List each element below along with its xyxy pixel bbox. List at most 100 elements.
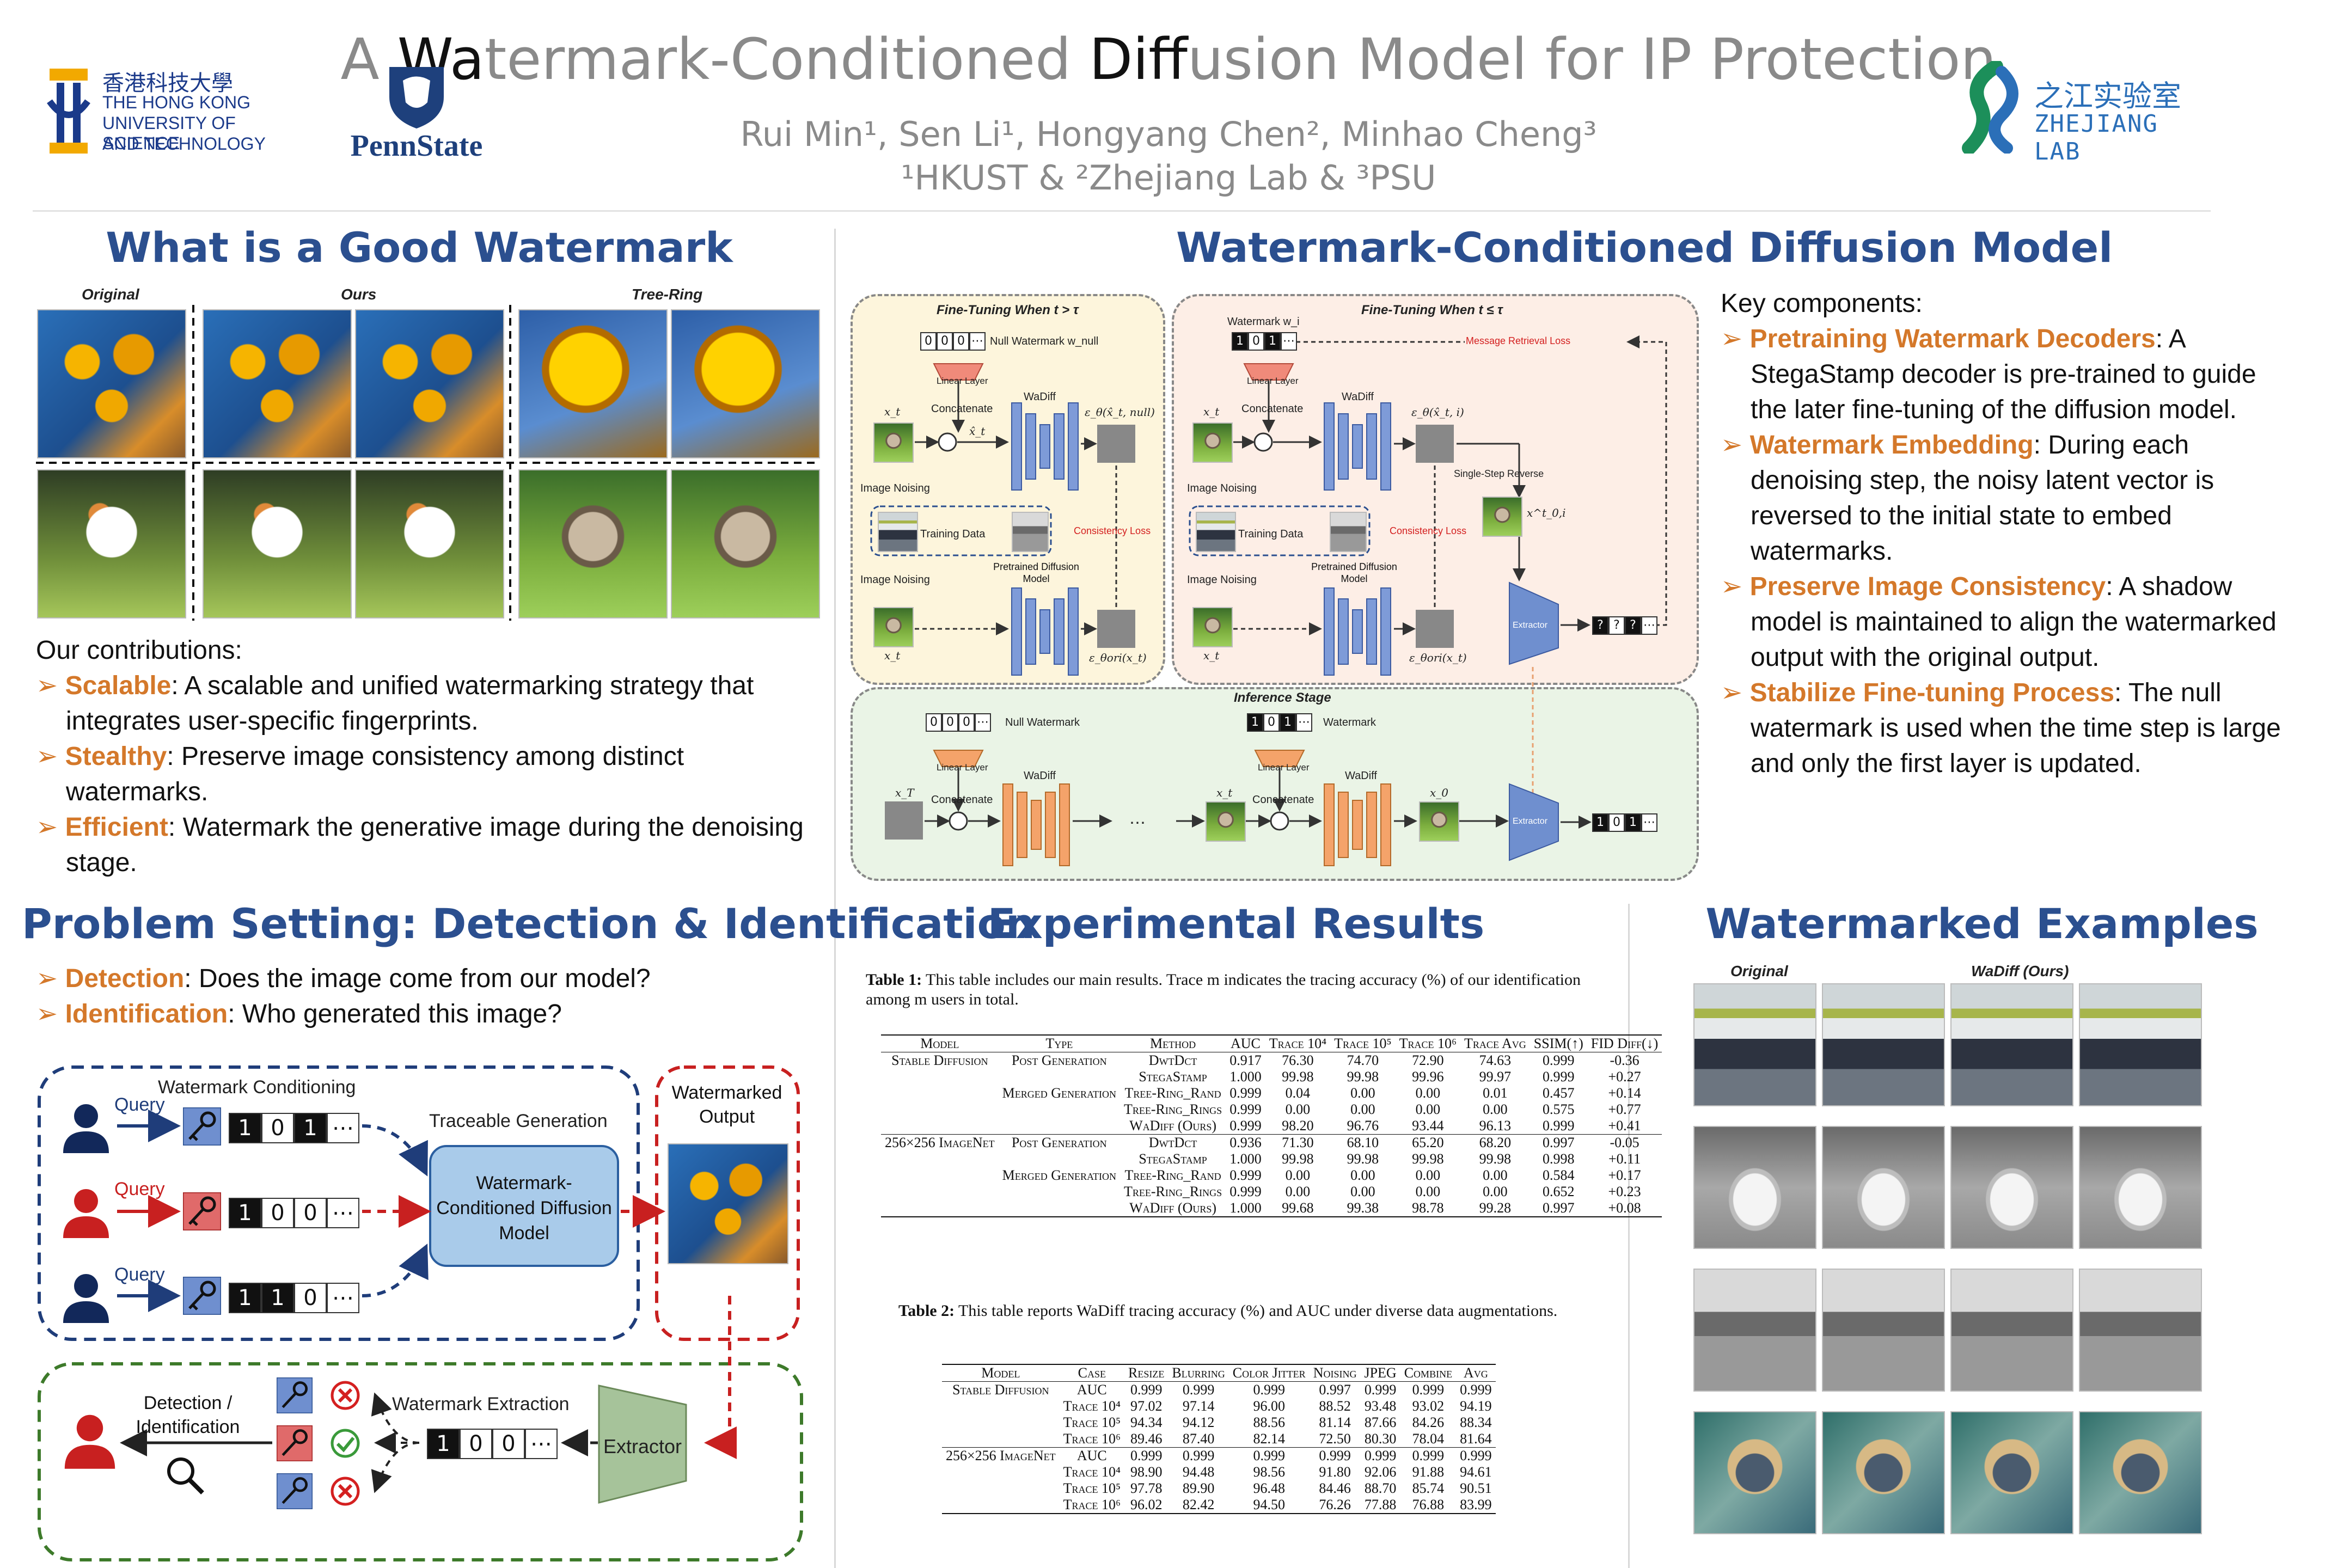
- inference-xt-image: [1206, 801, 1246, 842]
- tree-ring-kitten-image-1: [518, 469, 668, 618]
- table-cell: 85.74: [1412, 1480, 1445, 1496]
- table-cell: 99.96: [1412, 1069, 1444, 1085]
- null-wm-label: Null Watermark w_null: [990, 335, 1099, 347]
- table-header-cell: Noising: [1309, 1364, 1361, 1382]
- table-header-cell: Trace 10⁶: [1395, 1034, 1461, 1052]
- linear-layer-label: Linear Layer: [1247, 376, 1299, 386]
- table-cell: 77.88: [1360, 1497, 1400, 1514]
- tree-ring-kitten-image-2: [671, 469, 820, 618]
- table-cell: Trace 10⁴: [1063, 1398, 1121, 1414]
- table-cell: 93.48: [1364, 1398, 1397, 1414]
- examples-title: Watermarked Examples: [1705, 899, 2259, 948]
- table-cell: 0.999: [1228, 1447, 1310, 1464]
- xt-image: [873, 422, 914, 463]
- table-cell: 97.14: [1182, 1398, 1215, 1414]
- table-cell: [881, 1151, 999, 1167]
- table-cell: 68.10: [1330, 1134, 1396, 1151]
- key-icon: [183, 1192, 221, 1230]
- table-header-cell: Case: [1059, 1364, 1125, 1382]
- example-bench-wadiff: [1950, 1269, 2073, 1392]
- xt-image: [1192, 422, 1233, 463]
- problem-diagram: [38, 1065, 803, 1561]
- table-cell: 0.999: [1460, 1382, 1492, 1398]
- table-cell: DwtDct: [1148, 1052, 1197, 1068]
- example-office-wadiff: [1822, 983, 1945, 1106]
- affiliations: ¹HKUST & ²Zhejiang Lab & ³PSU: [901, 158, 1436, 198]
- table-cell: 0.999: [1543, 1052, 1575, 1068]
- table-cell: 65.20: [1395, 1134, 1461, 1151]
- table-cell: Merged Generation: [1002, 1167, 1116, 1183]
- arrow-icon: ➢: [36, 813, 65, 842]
- x0-symbol: x_0: [1430, 786, 1449, 799]
- key-component-item: ➢ Preserve Image Consistency: A shadow m…: [1721, 572, 2277, 672]
- ft-small-t-title: Fine-Tuning When t ≤ τ: [1361, 303, 1503, 317]
- original-kitten-image: [37, 469, 186, 618]
- authors: Rui Min¹, Sen Li¹, Hongyang Chen², Minha…: [740, 114, 1597, 154]
- table-cell: 99.98: [1282, 1069, 1314, 1085]
- table-cell: 82.42: [1168, 1497, 1229, 1514]
- table-header-cell: Type: [998, 1034, 1120, 1052]
- contributions-list: Our contributions: ➢ Scalable: A scalabl…: [36, 633, 820, 880]
- null-watermark-label: Null Watermark: [1005, 716, 1080, 728]
- results-title: Experimental Results: [987, 899, 1485, 948]
- table-cell: [881, 1101, 999, 1118]
- table-cell: 87.66: [1364, 1414, 1397, 1430]
- table-cell: 0.999: [1124, 1447, 1168, 1464]
- contribution-item: ➢ Stealthy: Preserve image consistency a…: [36, 742, 684, 806]
- extractor-label: Extractor: [1513, 817, 1548, 826]
- table-header-cell: Combine: [1400, 1364, 1457, 1382]
- table-cell: -0.05: [1587, 1134, 1662, 1151]
- eps-ori-symbol: ε_θori(x_t): [1089, 651, 1147, 664]
- table-cell: 0.00: [1350, 1167, 1375, 1183]
- table-cell: 0.999: [1229, 1184, 1262, 1199]
- check-icon: [331, 1429, 360, 1458]
- table-cell: +0.27: [1608, 1069, 1641, 1085]
- table-cell: 0.999: [1360, 1447, 1400, 1464]
- table-cell: 81.64: [1460, 1431, 1492, 1447]
- table-cell: 0.00: [1350, 1085, 1375, 1101]
- table-cell: 94.50: [1228, 1497, 1310, 1514]
- example-bench-wadiff: [2079, 1269, 2202, 1392]
- table-cell: [881, 1167, 999, 1184]
- arrow-icon: ➢: [1721, 324, 1750, 353]
- table-cell: +0.41: [1608, 1118, 1641, 1134]
- table-cell: 99.98: [1479, 1151, 1512, 1167]
- table-cell: WaDiff (Ours): [1119, 1200, 1226, 1217]
- header-divider: [33, 210, 2211, 212]
- xT-symbol: x_T: [895, 786, 914, 799]
- table-header-cell: Trace 10⁵: [1330, 1034, 1396, 1052]
- table-header-cell: Avg: [1456, 1364, 1496, 1382]
- ours-kitten-image-2: [355, 469, 504, 618]
- training-data-image: [1196, 512, 1236, 552]
- table-cell: 72.50: [1319, 1431, 1351, 1447]
- pretrained-label: Pretrained Diffusion Model: [1311, 561, 1397, 584]
- table-cell: 0.00: [1285, 1101, 1311, 1117]
- table-cell: 0.999: [1229, 1118, 1262, 1134]
- table-header-cell: Color Jitter: [1228, 1364, 1310, 1382]
- table-cell: Tree-Ring_Rand: [1124, 1167, 1221, 1183]
- table-cell: 0.00: [1350, 1101, 1375, 1117]
- table-cell: 94.12: [1182, 1414, 1215, 1430]
- example-office-original: [1693, 983, 1816, 1106]
- table-cell: 0.652: [1543, 1184, 1575, 1199]
- table-cell: WaDiff (Ours): [1129, 1118, 1217, 1134]
- table-cell: 87.40: [1182, 1431, 1215, 1447]
- hkust-logo: 香港科技大學 THE HONG KONG UNIVERSITY OF SCIEN…: [47, 64, 303, 157]
- user-icon: [64, 1414, 115, 1469]
- inference-x0-image: [1419, 801, 1459, 842]
- table-cell: [999, 1151, 1120, 1167]
- table-cell: [881, 1069, 999, 1085]
- table2-caption: Table 2: This table reports WaDiff traci…: [898, 1302, 1558, 1320]
